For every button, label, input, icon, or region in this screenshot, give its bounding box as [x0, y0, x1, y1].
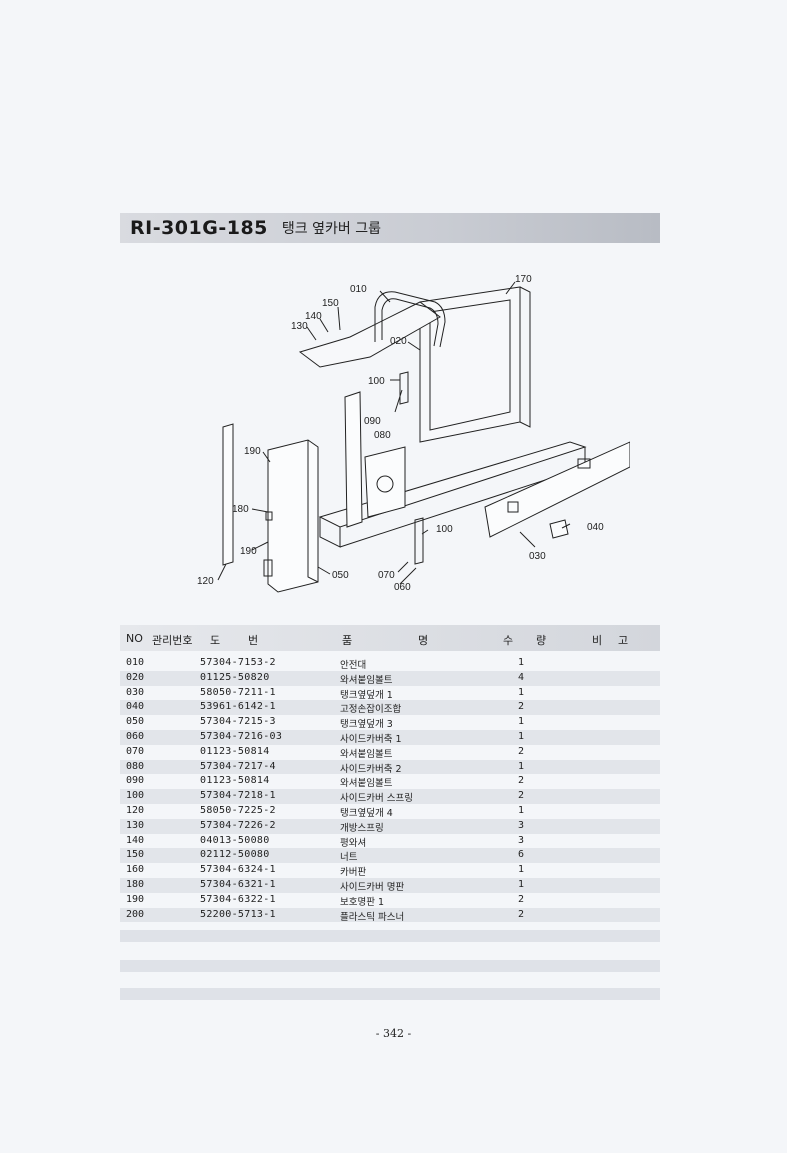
col-item-1: 품 — [342, 634, 353, 647]
page-number: - 342 - — [375, 1027, 412, 1040]
callout-040: 040 — [587, 522, 604, 533]
col-remark-1: 비 — [592, 634, 603, 647]
callout-080: 080 — [374, 430, 391, 441]
callout-180: 180 — [232, 504, 249, 515]
callout-150: 150 — [322, 298, 339, 309]
empty-row-stripe — [120, 988, 660, 1000]
callout-190-lower: 190 — [240, 546, 257, 557]
callout-140: 140 — [305, 311, 322, 322]
callout-100-lower: 100 — [436, 524, 453, 535]
col-no: NO — [126, 632, 143, 645]
section-name: 탱크 옆카버 그룹 — [281, 221, 381, 237]
col-drawing-2: 번 — [248, 634, 259, 647]
callout-130: 130 — [291, 321, 308, 332]
col-item-2: 명 — [418, 634, 429, 647]
parts-table-header: NO 관리번호 도 번 품 명 수 량 비 고 — [120, 625, 660, 651]
callout-060: 060 — [394, 582, 411, 593]
callout-030: 030 — [529, 551, 546, 562]
empty-row-stripe — [120, 930, 660, 942]
col-remark-2: 고 — [618, 634, 629, 647]
callout-020: 020 — [390, 336, 407, 347]
callout-070: 070 — [378, 570, 395, 581]
callout-100-upper: 100 — [368, 376, 385, 387]
callout-190-upper: 190 — [244, 446, 261, 457]
callout-170: 170 — [515, 274, 532, 285]
exploded-parts-diagram: 010 150 140 130 170 020 100 090 080 190 … — [190, 262, 630, 602]
empty-row-stripe — [120, 960, 660, 972]
callout-050: 050 — [332, 570, 349, 581]
col-drawing-1: 도 — [210, 634, 221, 647]
section-title-bar: RI-301G-185 탱크 옆카버 그룹 — [120, 213, 660, 243]
col-qty-1: 수 — [503, 634, 514, 647]
col-qty-2: 량 — [536, 634, 547, 647]
col-mgmt: 관리번호 — [152, 634, 193, 647]
callout-120: 120 — [197, 576, 214, 587]
callout-010: 010 — [350, 284, 367, 295]
section-code: RI-301G-185 — [130, 217, 268, 239]
callout-090: 090 — [364, 416, 381, 427]
